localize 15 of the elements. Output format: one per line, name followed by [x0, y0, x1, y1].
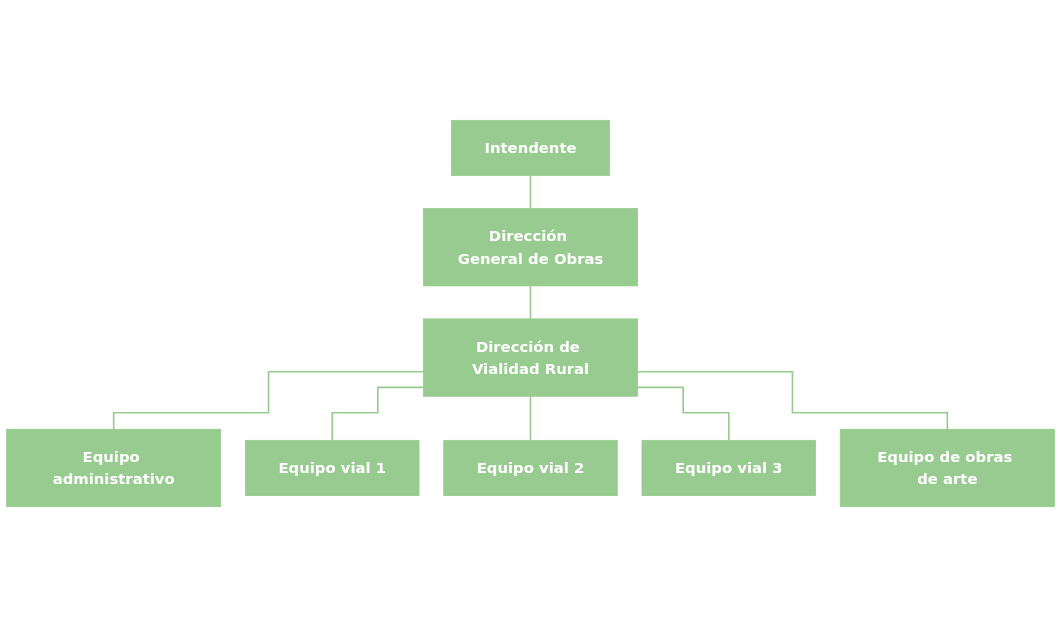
connector — [529, 174, 532, 210]
node-box: Intendente — [451, 119, 610, 176]
connector — [529, 285, 532, 320]
node-box: Equipo vial 2 — [443, 439, 618, 496]
node-box: Equipo vial 1 — [245, 439, 420, 496]
connector — [331, 386, 425, 442]
node-box: Equipo administrativo — [6, 428, 222, 508]
connector — [636, 386, 730, 442]
node-box: Equipo de obras de arte — [839, 428, 1055, 508]
node-box: Dirección General de Obras — [423, 208, 638, 287]
node-box: Dirección de Vialidad Rural — [423, 318, 638, 397]
node-box: Equipo vial 3 — [641, 439, 816, 496]
connector — [636, 370, 949, 431]
connector — [112, 370, 425, 431]
connector — [529, 395, 532, 442]
